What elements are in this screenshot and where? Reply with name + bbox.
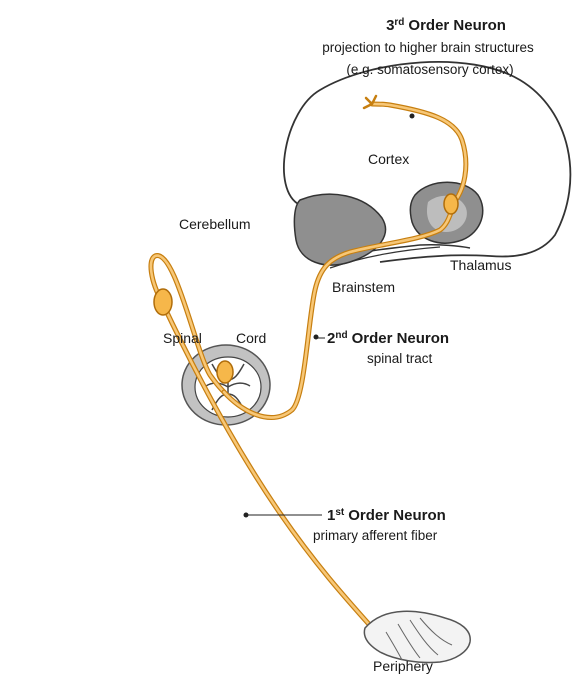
brainstem-label: Brainstem	[332, 279, 395, 295]
third-order-number: 3	[386, 17, 394, 34]
second-order-cell-body	[217, 361, 233, 383]
third-order-marker	[410, 114, 415, 119]
spinal-label: Spinal	[163, 330, 202, 346]
third-order-line2: (e.g. somatosensory cortex)	[346, 62, 513, 77]
cord-label: Cord	[236, 330, 266, 346]
third-order-suffix: rd	[394, 17, 404, 28]
second-order-title: 2nd Order Neuron	[327, 330, 449, 347]
cerebellum-label: Cerebellum	[179, 216, 251, 232]
third-order-title-text: Order Neuron	[408, 17, 506, 34]
third-order-line1: projection to higher brain structures	[322, 40, 534, 55]
first-order-marker	[244, 513, 249, 518]
third-order-title: 3rd Order Neuron	[386, 17, 506, 34]
first-order-neuron	[151, 256, 383, 640]
second-order-marker	[314, 335, 319, 340]
second-order-title-text: Order Neuron	[352, 330, 450, 347]
first-order-cell-body	[154, 289, 172, 315]
thalamus-label: Thalamus	[450, 257, 511, 273]
second-order-line1: spinal tract	[367, 351, 433, 366]
periphery-label: Periphery	[373, 658, 433, 674]
cortex-label: Cortex	[368, 151, 409, 167]
third-order-cell-body	[444, 194, 458, 214]
first-order-title-text: Order Neuron	[348, 507, 446, 524]
second-order-number: 2	[327, 330, 335, 347]
second-order-suffix: nd	[335, 330, 347, 341]
neuron-pathways	[151, 96, 466, 646]
first-order-line1: primary afferent fiber	[313, 528, 438, 543]
first-order-number: 1	[327, 507, 335, 524]
first-order-suffix: st	[335, 507, 345, 518]
